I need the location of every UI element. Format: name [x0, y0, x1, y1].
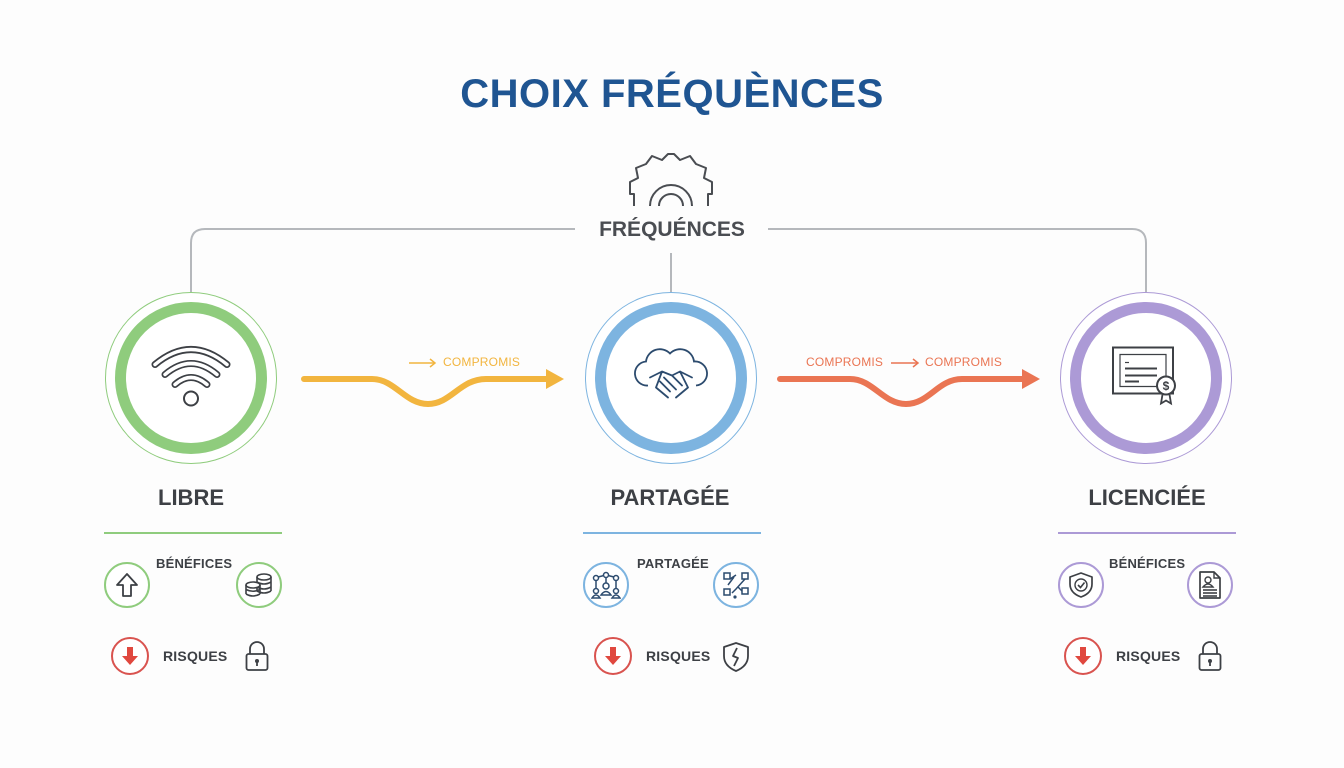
svg-text:$: $ — [1163, 379, 1170, 393]
shield-check-icon — [1058, 562, 1104, 608]
cloud-handshake-icon — [634, 348, 708, 409]
arrow-down-icon — [594, 637, 632, 675]
coins-icon — [236, 562, 282, 608]
network-people-icon — [583, 562, 629, 608]
lock-icon — [1198, 640, 1222, 677]
section-label: PARTAGÉE — [637, 556, 709, 571]
risk-label: RISQUES — [163, 648, 228, 664]
document-profile-icon — [1187, 562, 1233, 608]
lock-icon — [245, 640, 269, 677]
section-label: BÉNÉFICES — [156, 556, 233, 571]
section-label: BÉNÉFICES — [1109, 556, 1186, 571]
arrow-up-icon — [104, 562, 150, 608]
node-licenciee[interactable]: $ — [1060, 292, 1232, 464]
wifi-icon — [151, 343, 231, 414]
certificate-icon: $ — [1111, 346, 1181, 411]
flow-label-compromis: COMPROMIS — [443, 355, 521, 369]
risk-label: RISQUES — [1116, 648, 1181, 664]
divider — [583, 532, 761, 534]
node-title-libre: LIBRE — [158, 485, 224, 510]
flow-label-compromis: COMPROMIS — [925, 355, 1003, 369]
risk-label: RISQUES — [646, 648, 711, 664]
arrow-down-icon — [1064, 637, 1102, 675]
broken-shield-icon — [722, 641, 750, 678]
node-partagee[interactable] — [585, 292, 757, 464]
divider — [104, 532, 282, 534]
node-title-licenciee: LICENCIÉE — [1088, 485, 1206, 510]
circuit-icon — [713, 562, 759, 608]
node-libre[interactable] — [105, 292, 277, 464]
divider — [1058, 532, 1236, 534]
node-title-partagee: PARTAGÉE — [610, 485, 730, 510]
arrow-down-icon — [111, 637, 149, 675]
flow-label-compromis: COMPROMIS — [806, 355, 884, 369]
gear-icon — [628, 152, 714, 208]
hub-label: FRÉQUÉNCES — [599, 218, 745, 241]
page-title: CHOIX FRÉQUÈNCES — [460, 72, 884, 116]
